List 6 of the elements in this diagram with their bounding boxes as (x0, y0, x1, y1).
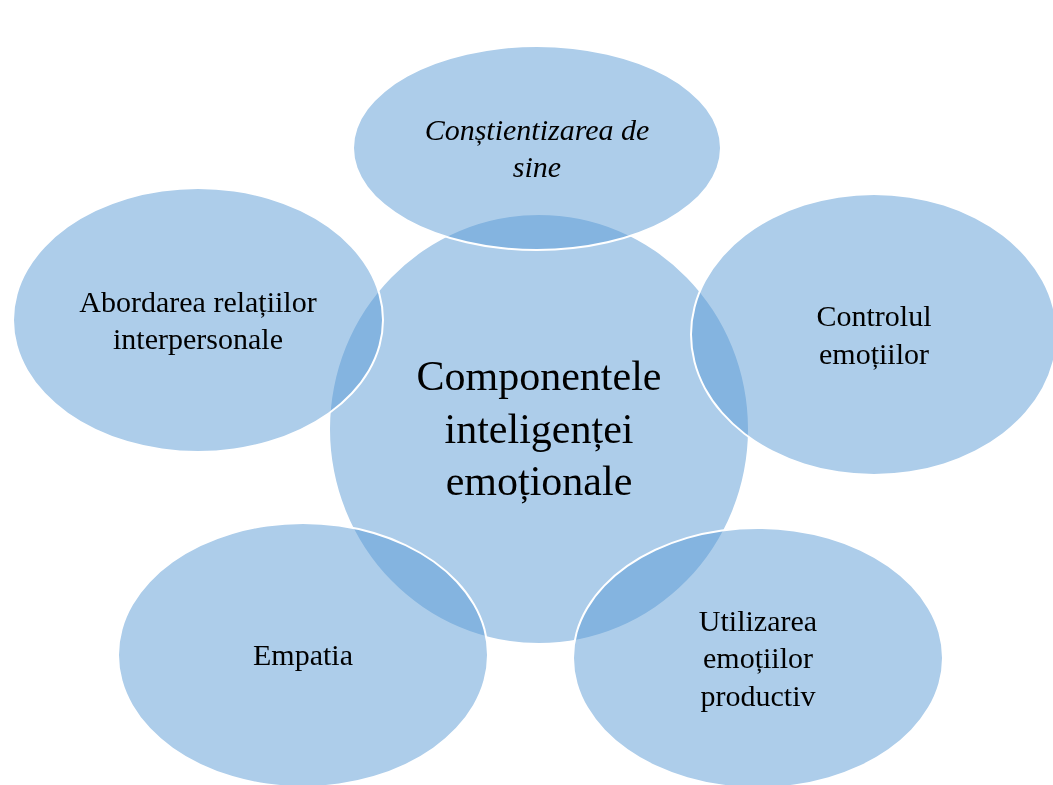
component-label: Empatia (253, 637, 353, 674)
component-label: Abordarea relațiilor interpersonale (78, 283, 318, 357)
component-label: Conștientizarea de sine (423, 111, 651, 185)
central-concept-label: Componentele inteligenței emoționale (415, 352, 663, 507)
component-label: Controlul emoțiilor (815, 298, 933, 372)
component-label: Utilizarea emoțiilor productiv (697, 602, 819, 714)
